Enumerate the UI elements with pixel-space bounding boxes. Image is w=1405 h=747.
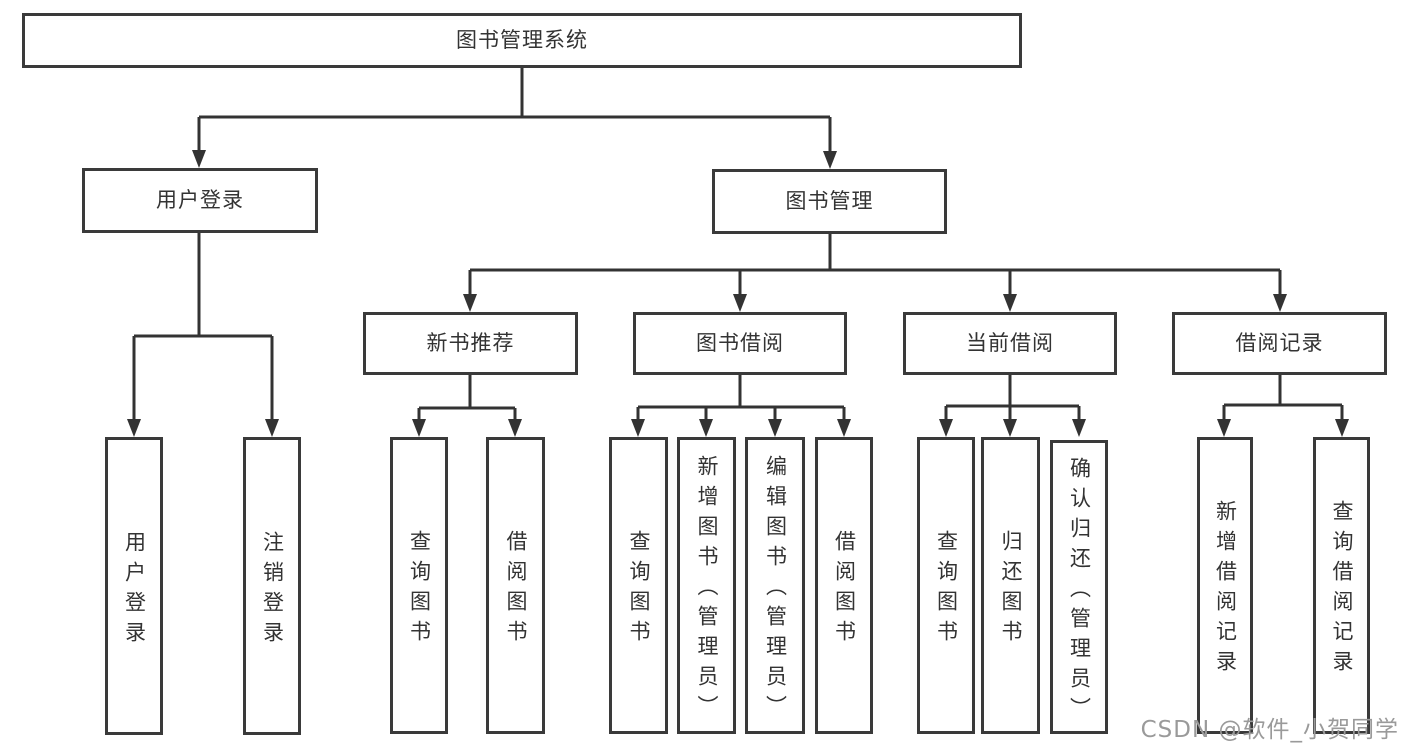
node-book-management: 图书管理 (712, 169, 947, 234)
leaf-user-login: 用户登录 (105, 437, 163, 735)
node-book-borrowing: 图书借阅 (633, 312, 847, 375)
connector-arrowheads (127, 150, 1349, 437)
leaf-query-books-borrowing: 查询图书 (609, 437, 668, 734)
node-borrowing-records: 借阅记录 (1172, 312, 1387, 375)
leaf-borrow-books-borrowing: 借阅图书 (815, 437, 873, 734)
leaf-add-borrow-record: 新增借阅记录 (1197, 437, 1253, 734)
leaf-edit-books-admin: 编辑图书（管理员） (745, 437, 805, 734)
leaf-confirm-return-admin: 确认归还（管理员） (1050, 440, 1108, 734)
leaf-query-borrow-record: 查询借阅记录 (1313, 437, 1370, 734)
node-library-management-system: 图书管理系统 (22, 13, 1022, 68)
leaf-query-books-current: 查询图书 (917, 437, 975, 734)
node-user-login: 用户登录 (82, 168, 318, 233)
node-current-borrowing: 当前借阅 (903, 312, 1117, 375)
leaf-borrow-books-recommend: 借阅图书 (486, 437, 545, 734)
csdn-watermark: CSDN @软件_小贺同学 (1140, 717, 1399, 743)
leaf-logout: 注销登录 (243, 437, 301, 735)
leaf-add-books-admin: 新增图书（管理员） (677, 437, 736, 734)
node-new-book-recommendation: 新书推荐 (363, 312, 578, 375)
connector-stems (132, 68, 1344, 421)
leaf-query-books-recommend: 查询图书 (390, 437, 448, 734)
leaf-return-books: 归还图书 (981, 437, 1040, 734)
